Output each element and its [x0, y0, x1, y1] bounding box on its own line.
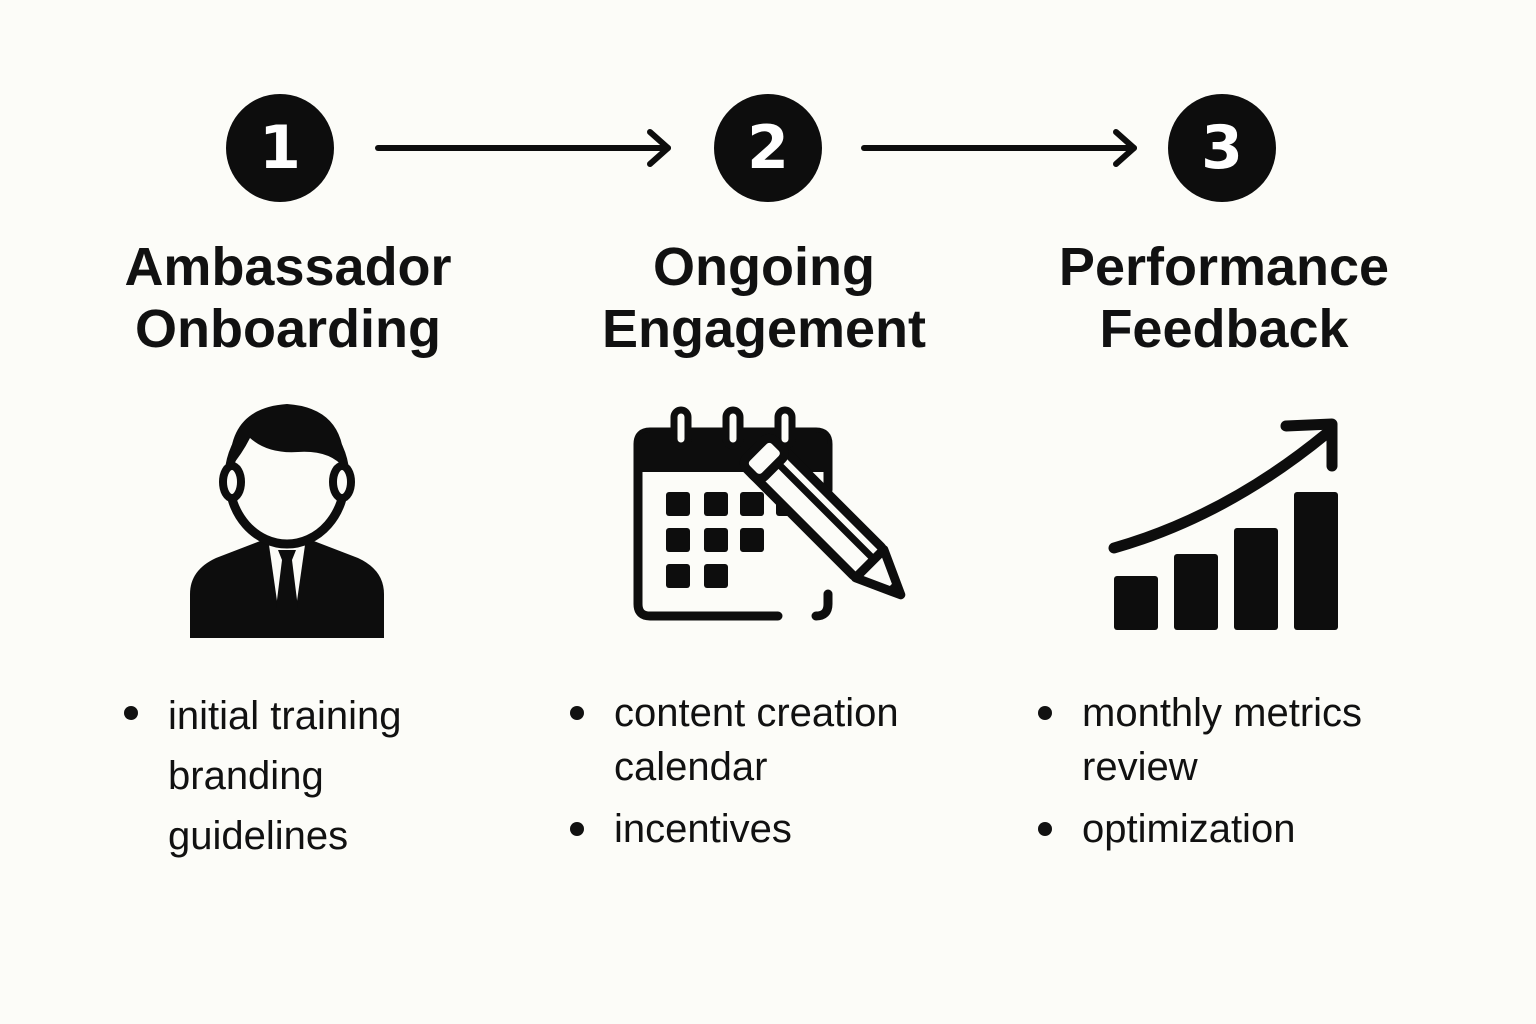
step-2-title-line-2: Engagement [601, 299, 927, 359]
arrow-right-icon [861, 129, 1137, 167]
step-1-bullet-list: initial training branding guidelines [120, 686, 468, 874]
bullet-dot [124, 706, 138, 720]
step-1-title-line-1: Ambassador [124, 237, 452, 297]
list-item-text: monthly metrics review [1082, 691, 1363, 789]
step-3-title-line-2: Feedback [1099, 299, 1349, 359]
step-2-title-line-1: Ongoing [653, 237, 875, 297]
step-3-title: Performance Feedback [1004, 236, 1444, 360]
step-3-bullet-list: monthly metrics review optimization [1034, 686, 1454, 864]
person-with-tie-icon [190, 404, 384, 638]
bullet-dot [570, 822, 584, 836]
step-1-number-badge: 1 [226, 94, 334, 202]
step-2-bullet-list: content creation calendar incentives [566, 686, 966, 864]
list-item: content creation calendar [566, 686, 966, 794]
bullet-dot [1038, 822, 1052, 836]
step-3-number-badge: 3 [1168, 94, 1276, 202]
calendar-pencil-icon [633, 406, 906, 621]
list-item: incentives [566, 802, 966, 856]
step-3-title-line-1: Performance [1058, 237, 1390, 297]
bullet-dot [570, 706, 584, 720]
step-2-number-badge: 2 [714, 94, 822, 202]
list-item: optimization [1034, 802, 1454, 856]
arrow-right-icon [375, 129, 671, 167]
step-2-title: Ongoing Engagement [544, 236, 984, 360]
step-1-title: Ambassador Onboarding [68, 236, 508, 360]
list-item-text: content creation calendar [614, 691, 899, 789]
list-item-text: initial training branding guidelines [168, 694, 402, 858]
growth-chart-icon [1108, 418, 1338, 630]
list-item: monthly metrics review [1034, 686, 1454, 794]
list-item-text: incentives [614, 807, 792, 851]
list-item: initial training branding guidelines [120, 686, 468, 866]
list-item-text: optimization [1082, 807, 1296, 851]
bullet-dot [1038, 706, 1052, 720]
step-1-title-line-2: Onboarding [135, 299, 441, 359]
